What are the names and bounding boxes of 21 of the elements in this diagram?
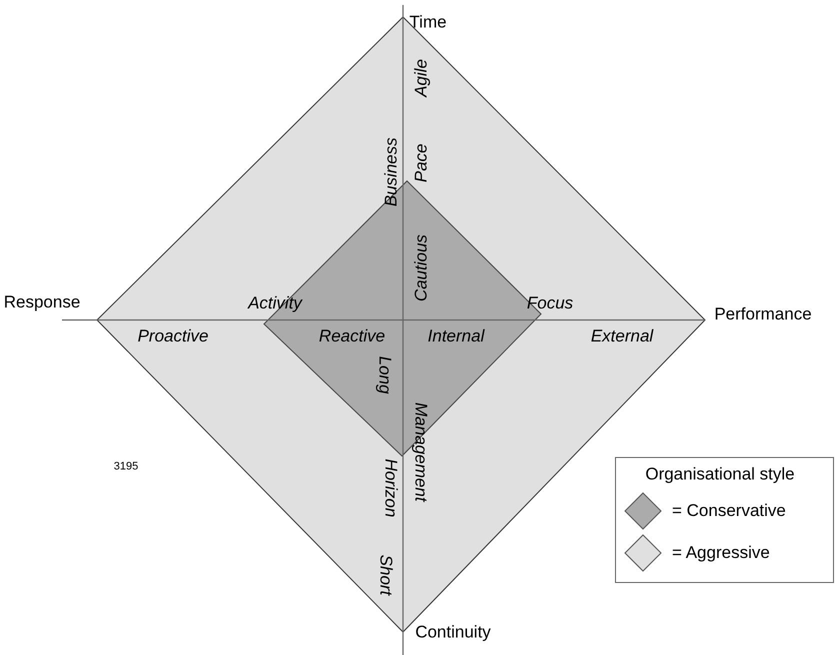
legend-label: = Conservative — [672, 500, 786, 522]
axis-label: Time — [409, 14, 447, 30]
dimension-label: Reactive — [318, 328, 386, 344]
dimension-label: Internal — [428, 328, 484, 344]
dimension-label: Agile — [412, 59, 430, 97]
dimension-label: Focus — [526, 294, 574, 312]
dimension-label: Short — [378, 554, 394, 596]
dimension-label: Long — [376, 356, 394, 394]
dimension-label: Management — [412, 402, 430, 502]
figure-number: 3195 — [114, 462, 138, 472]
dimension-label: Business — [382, 138, 400, 206]
legend-label: = Aggressive — [672, 542, 770, 564]
axis-label: Performance — [714, 306, 812, 322]
dimension-label: Pace — [412, 144, 430, 182]
dimension-label: Proactive — [138, 328, 208, 344]
dimension-label: Cautious — [412, 234, 430, 302]
axis-label: Continuity — [415, 624, 491, 640]
dimension-label: External — [590, 328, 654, 344]
axis-label: Response — [4, 294, 80, 310]
legend-title: Organisational style — [645, 466, 795, 482]
dimension-label: Horizon — [382, 458, 400, 518]
